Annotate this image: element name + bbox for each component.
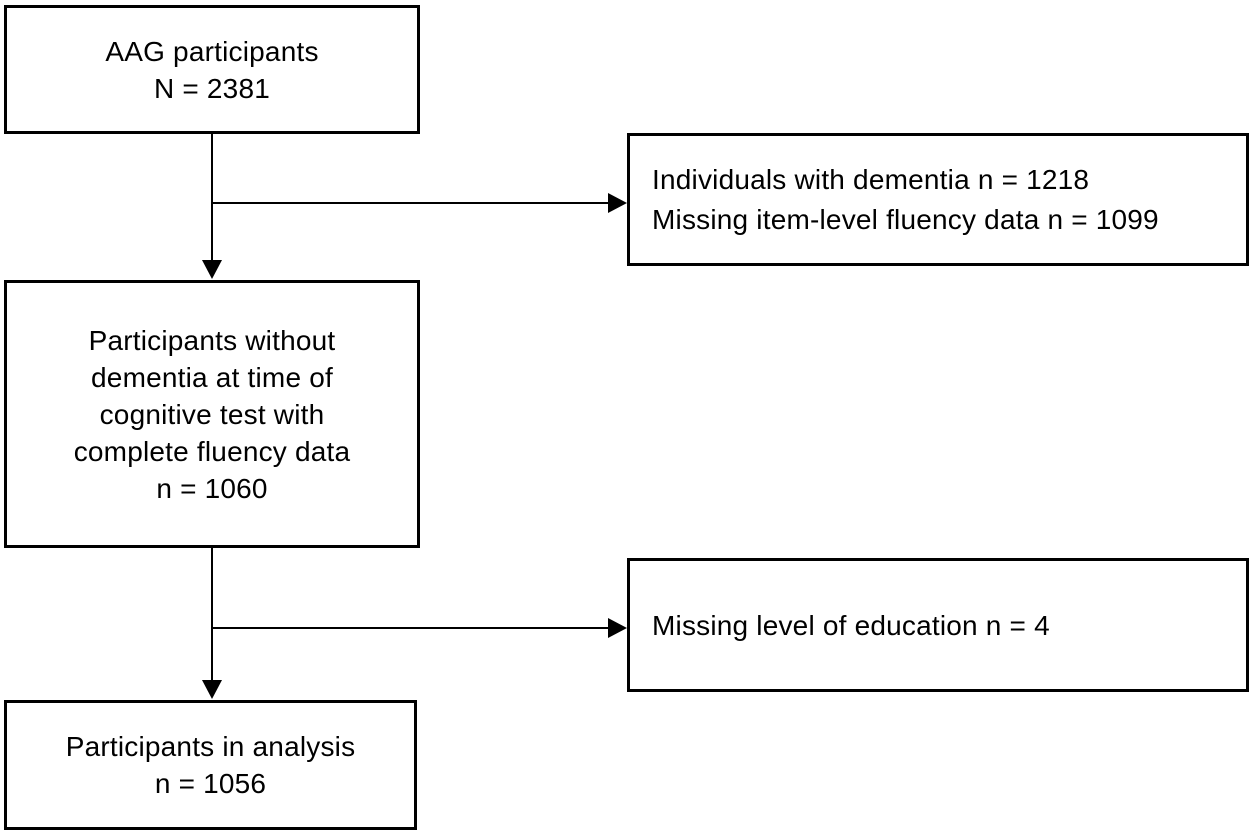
flow-box-text-line: Individuals with dementia n = 1218 — [652, 163, 1090, 195]
flow-box-text-line: n = 1060 — [156, 472, 268, 504]
flow-box-excluded-dementia-fluency: Individuals with dementia n = 1218 Missi… — [627, 133, 1249, 266]
flow-box-text-line: n = 1056 — [154, 768, 267, 799]
flow-box-missing-education: Missing level of education n = 4 — [627, 558, 1249, 692]
flow-box-text-line: cognitive test with — [99, 398, 325, 430]
arrowhead-down-icon — [202, 680, 222, 699]
flow-box-text-line: Missing item-level fluency data n = 1099 — [652, 203, 1159, 235]
flow-box-aag-participants: AAG participants N = 2381 — [4, 5, 420, 134]
flow-box-text-line: Participants in analysis — [65, 731, 356, 762]
flow-box-participants-in-analysis: Participants in analysis n = 1056 — [4, 700, 417, 830]
flow-box-text-line: dementia at time of — [91, 361, 333, 393]
flow-box-text-line: AAG participants — [105, 35, 319, 67]
flow-box-text-line: N = 2381 — [153, 72, 271, 104]
arrowhead-right-icon — [608, 193, 627, 213]
flow-box-text-line: Missing level of education n = 4 — [652, 609, 1050, 641]
flow-box-text-line: complete fluency data — [73, 435, 351, 467]
arrowhead-right-icon — [608, 618, 627, 638]
arrowhead-down-icon — [202, 260, 222, 279]
flow-box-no-dementia-complete-fluency: Participants without dementia at time of… — [4, 280, 420, 548]
flow-box-text-line: Participants without — [88, 324, 336, 356]
